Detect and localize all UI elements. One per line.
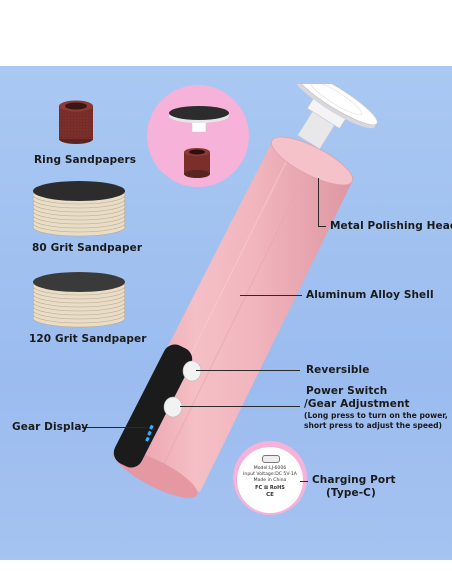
reversible-label: Reversible	[306, 364, 370, 376]
gear-display-label: Gear Display	[12, 421, 89, 433]
power-switch-label: Power Switch	[306, 385, 388, 397]
grit80-label: 80 Grit Sandpaper	[32, 242, 143, 254]
callout-line-shell	[240, 295, 302, 296]
power-note-line1: (Long press to turn on the power,	[304, 411, 448, 420]
device-made-text: Made in China	[253, 478, 287, 483]
callout-line-power	[180, 406, 300, 407]
accessory-inset-circle	[147, 85, 249, 187]
callout-line-gear-display	[82, 427, 148, 428]
ring-sandpapers-label: Ring Sandpapers	[34, 154, 137, 166]
device-ce-mark: CE	[266, 492, 274, 498]
device-input-text: Input Voltage:DC 5V-1A	[243, 472, 297, 477]
callout-line-metal-head-h	[318, 226, 326, 227]
charging-port-inset: Model:LJ-6006 Input Voltage:DC 5V-1A Mad…	[233, 441, 307, 515]
bottom-white-strip	[0, 560, 452, 584]
grit80-sandpaper-stack	[32, 181, 126, 237]
shell-label: Aluminum Alloy Shell	[306, 289, 434, 301]
callout-line-reversible	[196, 370, 300, 371]
type-c-port-icon	[262, 455, 280, 463]
device-model-text: Model:LJ-6006	[253, 466, 287, 471]
grit120-label: 120 Grit Sandpaper	[29, 333, 147, 345]
device-marks-text: FC ⊠ RoHS	[255, 485, 285, 491]
type-c-label: (Type-C)	[326, 487, 376, 499]
callout-line-charging	[300, 481, 308, 482]
gear-adjust-label: /Gear Adjustment	[304, 398, 410, 410]
callout-line-metal-head	[318, 178, 319, 226]
charging-port-label: Charging Port	[312, 474, 396, 486]
metal-head-label: Metal Polishing Head	[330, 220, 452, 232]
ring-sandpaper-image	[59, 100, 93, 144]
grit120-sandpaper-stack	[32, 272, 126, 328]
power-note-line2: short press to adjust the speed)	[304, 421, 443, 430]
polisher-device-body	[112, 136, 353, 498]
metal-polishing-head	[293, 84, 378, 150]
